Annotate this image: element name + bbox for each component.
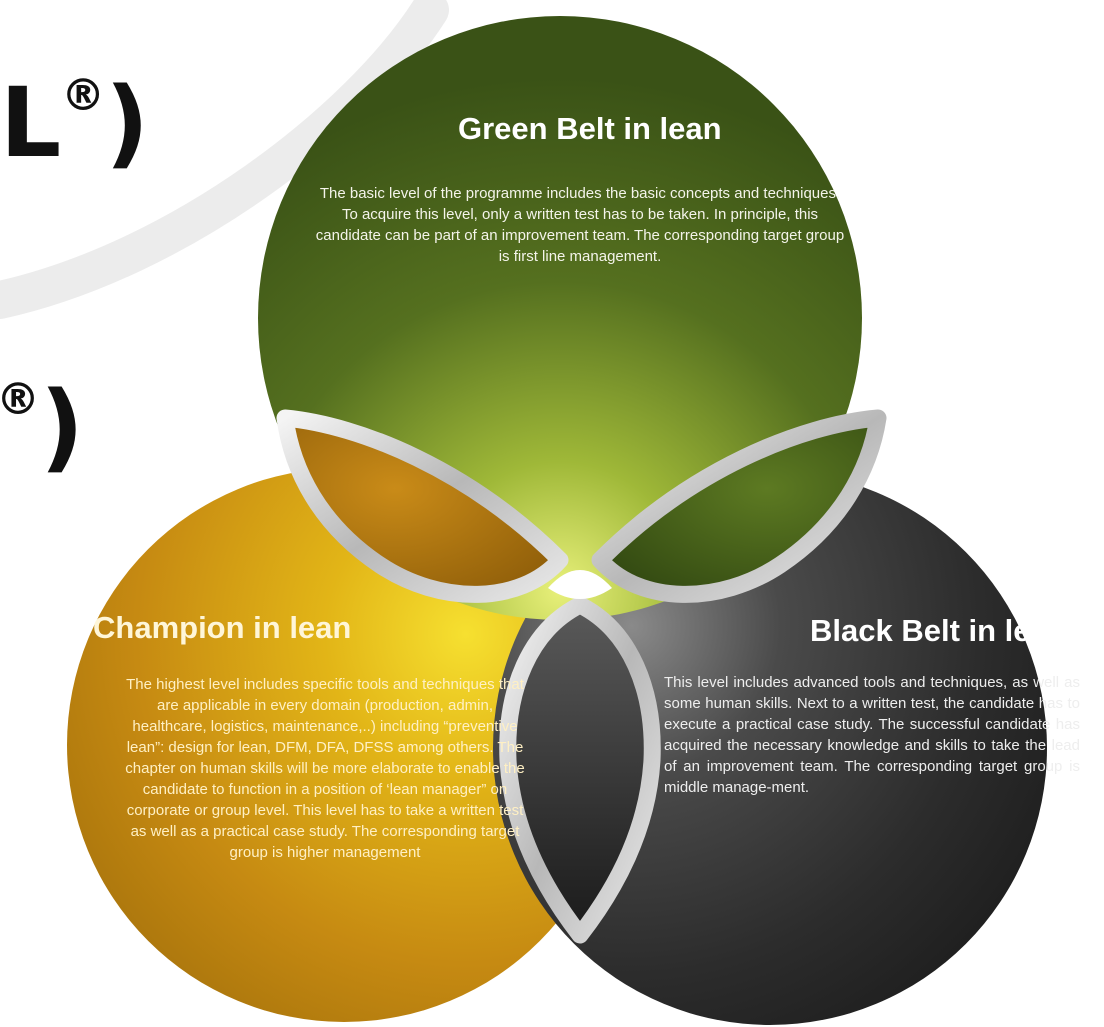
right-petal	[591, 409, 887, 603]
registered-mark: ®	[0, 374, 40, 425]
champion-description: The highest level includes specific tool…	[125, 676, 525, 861]
black-belt-title: Black Belt in lean	[810, 613, 1067, 648]
bottom-petal	[499, 596, 661, 944]
title-fragment-middle: ®)	[0, 378, 84, 476]
green-belt-description: The basic level of the programme include…	[315, 185, 845, 265]
center-triangle	[548, 570, 612, 599]
champion-title: Champion in lean	[93, 610, 352, 645]
background-arc	[0, 0, 449, 319]
title-fragment-top: L®)	[0, 67, 150, 179]
left-petal	[276, 409, 569, 603]
green-belt-title: Green Belt in lean	[458, 111, 722, 146]
black-belt-description: This level includes advanced tools and t…	[664, 674, 1080, 796]
